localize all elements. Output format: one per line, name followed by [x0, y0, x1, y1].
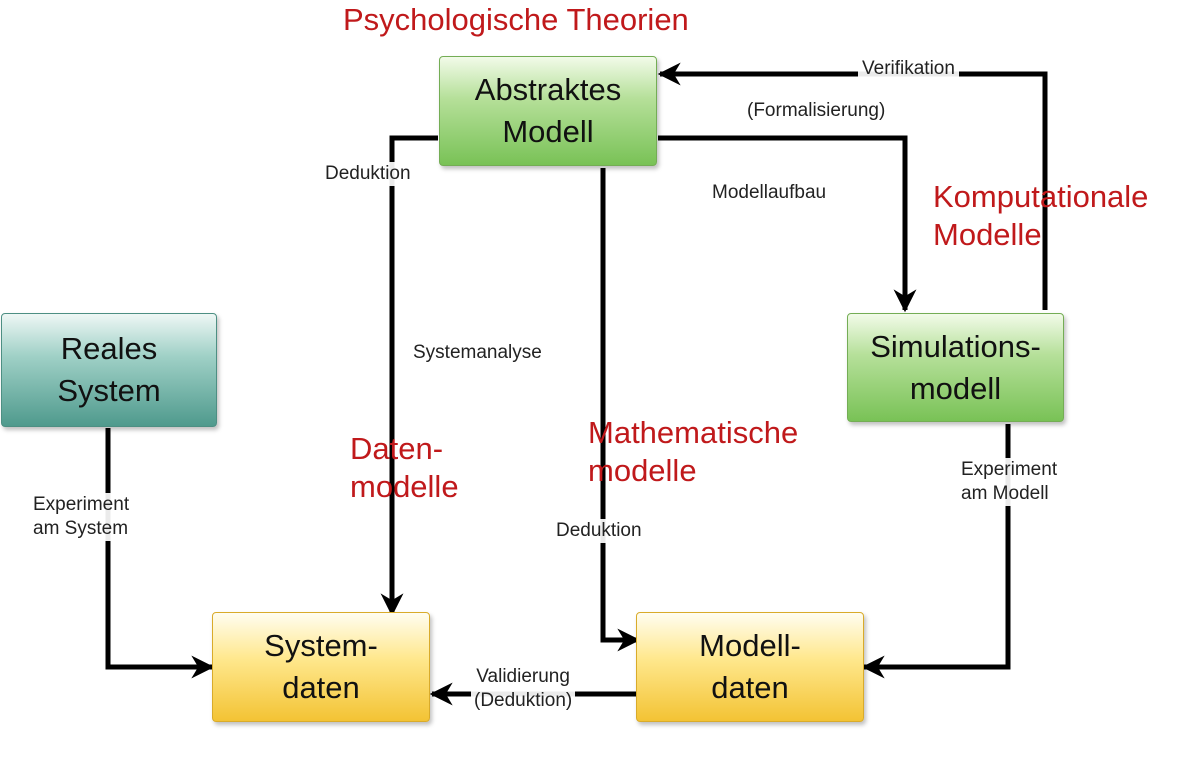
- node-abstraktes-modell: Abstraktes Modell: [439, 56, 657, 166]
- arrow-modellaufbau: [658, 135, 917, 313]
- arrow-deduktion-left: [380, 135, 438, 617]
- label-deduktion-center: Deduktion: [553, 519, 645, 543]
- node-simulationsmodell: Simulations- modell: [847, 313, 1064, 422]
- category-datenmodelle: Daten- modelle: [350, 431, 459, 504]
- label-verifikation: Verifikation: [858, 57, 959, 81]
- label-formalisierung: (Formalisierung): [744, 99, 889, 123]
- label-validierung: Validierung (Deduktion): [471, 665, 576, 713]
- label-deduktion-left: Deduktion: [322, 162, 414, 186]
- node-systemdaten: System- daten: [212, 612, 430, 722]
- label-modellaufbau: Modellaufbau: [712, 182, 827, 203]
- category-psychologische-theorien: Psychologische Theorien: [343, 2, 689, 37]
- arrow-experiment-system: [105, 428, 215, 679]
- category-mathematische-modelle: Mathematische modelle: [588, 415, 799, 488]
- label-experiment-system: Experiment am System: [30, 493, 133, 541]
- arrow-verifikation: [657, 62, 1048, 310]
- category-komputationale-modelle: Komputationale Modelle: [933, 179, 1149, 252]
- label-systemanalyse: Systemanalyse: [413, 342, 542, 363]
- node-modelldaten: Modell- daten: [636, 612, 864, 722]
- label-experiment-modell: Experiment am Modell: [958, 458, 1061, 506]
- node-reales-system: Reales System: [1, 313, 217, 427]
- arrow-deduktion-center: [600, 168, 641, 652]
